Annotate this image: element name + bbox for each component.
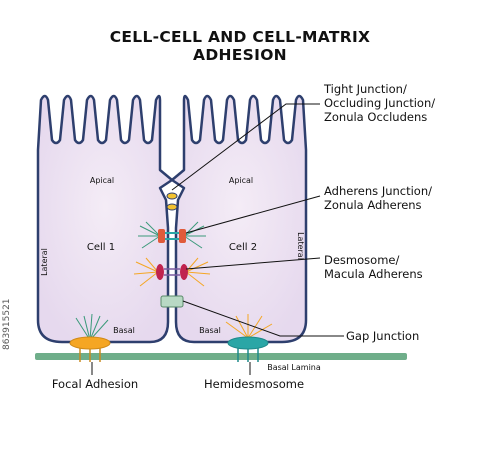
- desmosome-label-line2: Macula Adherens: [324, 267, 423, 281]
- tight-junction-marker: [166, 192, 178, 211]
- gap-junction-label: Gap Junction: [346, 329, 419, 343]
- desmosome-label-line1: Desmosome/: [324, 253, 399, 267]
- diagram-title-line2: ADHESION: [193, 46, 287, 64]
- basal-lamina-band: [35, 353, 407, 360]
- desmosome-leader: [185, 257, 321, 270]
- stock-id-text: 863915521: [2, 298, 12, 350]
- cell-1-body: [36, 94, 174, 344]
- focal-adhesion-label: Focal Adhesion: [52, 377, 138, 391]
- apical-label-cell-1: Apical: [90, 176, 114, 185]
- adherens-junction-leader: [185, 195, 321, 234]
- cell-1-label: Cell 1: [87, 242, 115, 253]
- tight-junction-label-line3: Zonula Occludens: [324, 110, 427, 124]
- cell-2-label: Cell 2: [229, 242, 257, 253]
- tight-junction-label-line1: Tight Junction/: [323, 82, 407, 96]
- basal-label-cell-1: Basal: [113, 326, 135, 335]
- gap-junction-marker: [160, 295, 184, 308]
- desmosome-marker: [133, 257, 211, 287]
- hemidesmosome-marker: [225, 314, 273, 362]
- lateral-label-cell-1: Lateral: [40, 248, 49, 276]
- gap-junction-leader: [182, 300, 344, 337]
- basal-lamina-label: Basal Lamina: [267, 363, 321, 372]
- cell-2-body: [170, 94, 308, 344]
- adherens-junction-label-line2: Zonula Adherens: [324, 198, 422, 212]
- basal-label-cell-2: Basal: [199, 326, 221, 335]
- tight-junction-leader: [171, 103, 320, 191]
- lateral-label-cell-2: Lateral: [296, 232, 305, 260]
- tight-junction-label-line2: Occluding Junction/: [324, 96, 435, 110]
- hemidesmosome-label: Hemidesmosome: [204, 377, 304, 391]
- adherens-junction-marker: [138, 221, 206, 249]
- apical-label-cell-2: Apical: [229, 176, 253, 185]
- adherens-junction-label-line1: Adherens Junction/: [324, 184, 432, 198]
- diagram-title-line1: CELL-CELL AND CELL-MATRIX: [109, 28, 371, 46]
- focal-adhesion-marker: [69, 313, 111, 362]
